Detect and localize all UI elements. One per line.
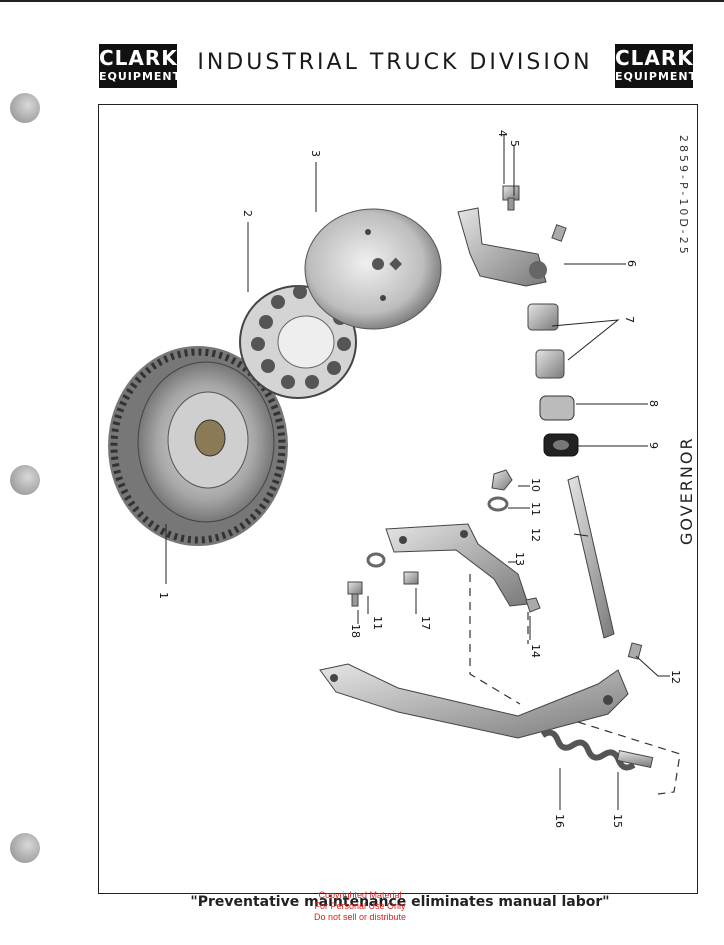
part-bearings [539,395,579,457]
clark-logo-right: CLARK EQUIPMENT [615,44,698,88]
top-rule [0,0,724,2]
exploded-parts-diagram: 1 2 3 4 5 6 7 8 9 10 11 12 13 11 17 18 1… [108,130,682,828]
part-governor-arm [319,642,643,739]
page-title: INDUSTRIAL TRUCK DIVISION [197,50,593,75]
clark-logo-left: CLARK EQUIPMENT [99,44,182,88]
footer-slogan: "Preventative maintenance eliminates man… [190,894,610,910]
callout-3: 3 [309,150,322,157]
callout-10: 10 [529,478,542,492]
binder-hole-icon [10,833,40,863]
part-spring [540,729,636,771]
callouts: 1 2 3 4 5 6 7 8 9 10 11 12 13 11 17 18 1… [157,130,682,828]
callout-15: 15 [611,814,624,828]
binder-hole-icon [10,465,40,495]
part-bolt [502,185,520,211]
callout-12: 12 [529,528,542,542]
callout-13: 13 [513,552,526,566]
part-bolts [347,552,541,613]
callout-1: 1 [157,592,170,599]
logo-brand: CLARK [615,46,694,70]
callout-7: 7 [623,316,636,323]
part-lever [457,207,567,287]
callout-11: 11 [529,502,542,516]
callout-5: 5 [508,140,521,147]
assembly-dashed-lines [469,574,681,795]
part-bracket [385,523,529,607]
logo-sub: EQUIPMENT [99,70,182,83]
figure-title: GOVERNOR [677,436,696,545]
binder-hole-icon [10,93,40,123]
callout-17: 17 [419,616,432,630]
part-adjusting-screw [616,749,654,769]
drawing-number: 2859-P-10D-25 [677,135,690,257]
leader-lines [165,134,670,810]
part-plate [304,208,442,330]
part-bushings [527,303,565,379]
watermark-line: For Personal Use Only [314,901,406,911]
copyright-watermark: Copyrighted Material For Personal Use On… [260,890,460,923]
callout-2: 2 [241,210,254,217]
part-gear [108,346,288,546]
callout-9: 9 [647,442,660,449]
callout-18: 18 [349,624,362,638]
callout-6: 6 [625,260,638,267]
logo-sub: EQUIPMENT [615,70,698,83]
callout-8: 8 [647,400,660,407]
callout-12b: 12 [669,670,682,684]
callout-14: 14 [529,644,542,658]
callout-16: 16 [553,814,566,828]
part-nut-washer [487,469,513,512]
figure-frame [98,104,698,894]
part-shaft [567,475,615,639]
watermark-line: Do not sell or distribute [313,912,407,922]
callout-11b: 11 [371,616,384,630]
callout-4: 4 [496,130,509,137]
watermark-line: Copyrighted Material [318,890,402,900]
logo-brand: CLARK [99,46,178,70]
